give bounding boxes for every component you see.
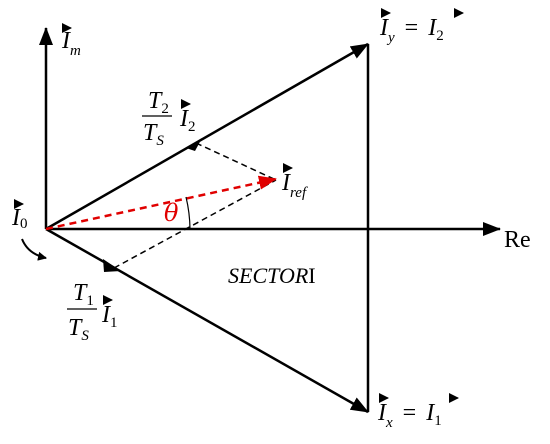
theta-label: θ: [164, 199, 179, 227]
svg-text:I2: I2: [179, 106, 196, 135]
svg-text:T2: T2: [148, 88, 169, 117]
svg-text:I0: I0: [11, 205, 28, 232]
i-ref-label: Iref: [281, 163, 308, 201]
projection-t1: [113, 179, 277, 269]
svg-text:TS: TS: [68, 315, 89, 344]
vector-i-x: [45, 227, 369, 414]
vector-i-y: [45, 42, 369, 231]
svg-text:I1: I1: [101, 302, 118, 331]
t2-fraction-label: T2 TS I2: [142, 88, 196, 149]
svg-text:Iref: Iref: [281, 170, 308, 201]
imag-axis-label: Im: [61, 23, 81, 59]
theta-arc: [185, 196, 191, 230]
projection-t2: [195, 142, 277, 181]
svg-text:TS: TS: [143, 120, 164, 149]
zero-vector-curve: [21, 238, 47, 261]
svg-text:T1: T1: [73, 280, 94, 309]
real-axis-label: Re: [504, 227, 531, 253]
t1-fraction-label: T1 TS I1: [67, 280, 118, 344]
sector-label: SECTORI: [228, 263, 316, 288]
t2-component-arrow: [186, 138, 202, 151]
vector-i-ref: [45, 175, 277, 231]
svg-text:Im: Im: [61, 28, 81, 59]
svg-text:Ix=I1: Ix=I1: [377, 400, 442, 431]
zero-vector-label: I0: [11, 199, 28, 232]
i-y-label: Iy=I2: [379, 8, 464, 46]
t1-component-arrow: [103, 259, 121, 272]
i-x-label: Ix=I1: [377, 393, 459, 431]
svg-text:Iy=I2: Iy=I2: [379, 15, 444, 46]
